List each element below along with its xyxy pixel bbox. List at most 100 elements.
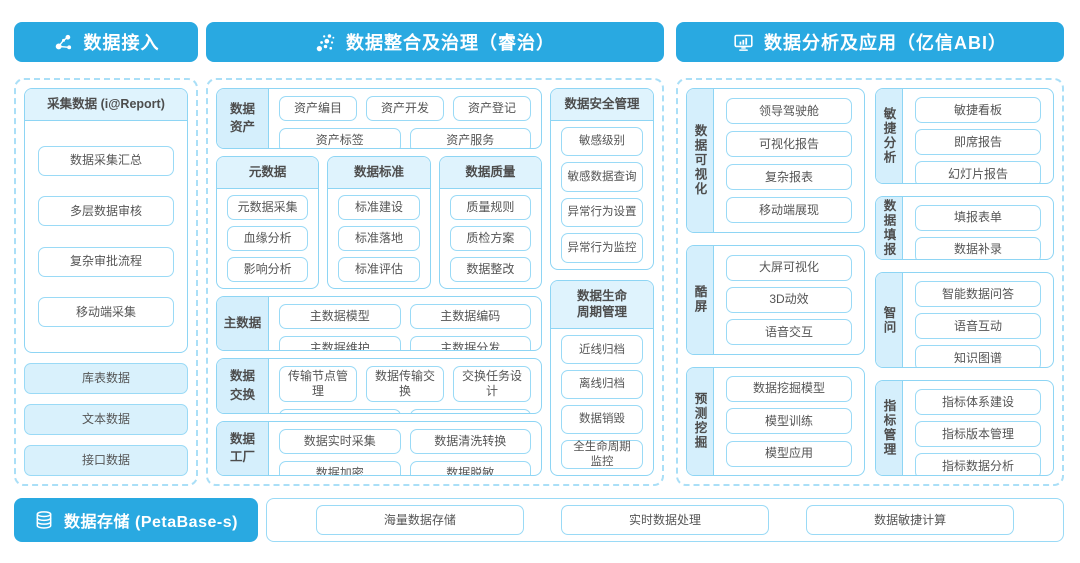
module-pill: 多层数据审核 <box>38 196 174 227</box>
module-pill: 近线归档 <box>561 335 643 365</box>
group-label: 数据 工厂 <box>217 421 269 476</box>
module-pill: 资产登记 <box>453 96 531 121</box>
module-pill: 资产标签 <box>279 128 401 148</box>
storage-bar: 数据存储 (PetaBase-s) 海量数据存储实时数据处理数据敏捷计算 <box>14 498 1064 542</box>
module-pill: 离线归档 <box>561 370 643 400</box>
module-pill: 领导驾驶舱 <box>726 98 852 125</box>
module-pill: 指标版本管理 <box>915 421 1041 448</box>
group-label: 数据填报 <box>876 196 903 260</box>
header-label: 数据接入 <box>83 33 160 53</box>
module-pill: 资产编目 <box>279 96 357 121</box>
source-items: 库表数据文本数据接口数据 <box>24 363 188 476</box>
module-pill: 模型应用 <box>726 440 852 467</box>
header-data-analysis: 数据分析及应用（亿信ABI） <box>676 22 1064 62</box>
indicator-mgmt-group: 指标管理 指标体系建设指标版本管理指标数据分析 <box>875 380 1054 476</box>
module-pill: 填报表单 <box>915 204 1041 231</box>
metadata-card: 元数据 元数据采集血缘分析影响分析 <box>216 155 320 289</box>
banner-row: 数据接入 数据整合及治理（睿治） 数据分析及应用（亿信ABI） <box>14 22 1064 62</box>
group-label: 数据 资产 <box>217 89 269 148</box>
module-pill: 主数据编码 <box>409 303 531 329</box>
module-pill: 知识图谱 <box>915 345 1041 368</box>
card-title: 数据安全管理 <box>551 89 653 121</box>
module-pill: 数据挖掘模型 <box>726 375 852 402</box>
module-pill: 主数据维护 <box>279 335 401 351</box>
data-reporting-group: 数据填报 填报表单数据补录 <box>875 195 1054 261</box>
group-label: 数据可视化 <box>687 89 714 233</box>
agile-analysis-group: 敏捷分析 敏捷看板即席报告幻灯片报告 <box>875 88 1054 184</box>
module-pill: 大屏可视化 <box>726 254 852 281</box>
data-security-card: 数据安全管理 敏感级别敏感数据查询异常行为设置异常行为监控 <box>550 88 654 270</box>
module-pill: 交换任务设计 <box>453 366 531 403</box>
storage-header-label: 数据存储 (PetaBase-s) <box>64 514 238 531</box>
visualization-group: 数据可视化 领导驾驶舱可视化报告复杂报表移动端展现 <box>686 88 865 234</box>
module-pill: 指标体系建设 <box>915 389 1041 416</box>
source-pill: 文本数据 <box>24 404 188 435</box>
header-label: 数据分析及应用（亿信ABI） <box>764 33 1007 53</box>
module-pill: 即席报告 <box>915 129 1041 155</box>
data-factory-group: 数据 工厂 数据实时采集数据清洗转换 数据加密数据脱敏 <box>216 420 542 477</box>
source-pill: 库表数据 <box>24 363 188 394</box>
network-icon <box>53 32 74 53</box>
dots-cluster-icon <box>315 32 336 53</box>
module-pill: 主数据模型 <box>279 303 401 329</box>
cool-screen-group: 酷屏 大屏可视化 3D动效语音交互 <box>686 245 865 355</box>
group-label: 酷屏 <box>687 246 714 354</box>
module-pill: 质检方案 <box>449 225 531 251</box>
module-pill: 异常行为设置 <box>561 197 643 228</box>
module-pill: 幻灯片报告 <box>915 161 1041 183</box>
module-pill: 标准落地 <box>338 225 420 251</box>
data-asset-group: 数据 资产 资产编目资产开发资产登记 资产标签资产服务 <box>216 88 542 149</box>
module-pill: 标准评估 <box>338 256 420 282</box>
group-label: 指标管理 <box>876 381 903 475</box>
module-pill: 敏感级别 <box>561 126 643 157</box>
module-pill: 血缘分析 <box>227 225 309 251</box>
card-title: 元数据 <box>217 156 319 189</box>
module-pill: 可视化报告 <box>726 131 852 158</box>
governance-panel: 数据 资产 资产编目资产开发资产登记 资产标签资产服务 元数据 元数据采集血缘分… <box>206 78 664 486</box>
module-pill: 数据实时采集 <box>279 428 401 454</box>
group-label: 敏捷分析 <box>876 89 903 183</box>
module-pill: 模型训练 <box>726 408 852 435</box>
group-label: 预测挖掘 <box>687 367 714 476</box>
module-pill: 影响分析 <box>227 256 309 282</box>
card-title: 数据标准 <box>328 156 430 189</box>
module-pill: 复杂报表 <box>726 164 852 191</box>
module-pill: 任务调度管理 <box>279 409 401 413</box>
module-pill: 3D动效 <box>726 286 852 313</box>
storage-header: 数据存储 (PetaBase-s) <box>14 498 258 542</box>
module-pill: 智能数据问答 <box>915 281 1041 308</box>
standards-cards: 元数据 元数据采集血缘分析影响分析 数据标准 标准建设标准落地标准评估 数据质量… <box>216 155 542 289</box>
module-pill: 数据整改 <box>449 256 531 282</box>
module-pill: 元数据采集 <box>227 194 309 220</box>
module-pill: 数据销毁 <box>561 405 643 435</box>
header-data-governance: 数据整合及治理（睿治） <box>206 22 664 62</box>
smart-qa-group: 智问 智能数据问答语音互动知识图谱 <box>875 272 1054 369</box>
storage-pill: 数据敏捷计算 <box>805 505 1015 535</box>
module-pill: 数据加密 <box>279 460 401 476</box>
monitor-chart-icon <box>733 32 754 53</box>
card-title: 数据生命 周期管理 <box>551 280 653 330</box>
module-pill: 主数据分发 <box>409 335 531 351</box>
module-pill: 资产开发 <box>366 96 444 121</box>
module-pill: 复杂审批流程 <box>38 246 174 277</box>
storage-pill: 海量数据存储 <box>315 505 525 535</box>
module-pill: 数据补录 <box>915 236 1041 260</box>
lifecycle-card: 数据生命 周期管理 近线归档离线归档数据销毁全生命周期 监控 <box>550 279 654 476</box>
module-pill: 数据采集汇总 <box>38 145 174 176</box>
module-pill: 质量规则 <box>449 194 531 220</box>
module-pill: 数据传输交换 <box>366 366 444 403</box>
storage-body: 海量数据存储实时数据处理数据敏捷计算 <box>266 498 1064 542</box>
module-pill: 移动端采集 <box>38 297 174 328</box>
ingest-panel: 采集数据 (i@Report) 数据采集汇总多层数据审核复杂审批流程移动端采集 … <box>14 78 198 486</box>
module-pill: 数据脱敏 <box>409 460 531 476</box>
module-pill: 语音交互 <box>726 319 852 346</box>
module-pill: 全生命周期 监控 <box>561 440 643 470</box>
predictive-mining-group: 预测挖掘 数据挖掘模型模型训练模型应用 <box>686 366 865 477</box>
header-label: 数据整合及治理（睿治） <box>346 33 555 53</box>
report-card-body: 数据采集汇总多层数据审核复杂审批流程移动端采集 <box>25 121 187 352</box>
module-pill: 指标数据分析 <box>915 453 1041 475</box>
data-quality-card: 数据质量 质量规则质检方案数据整改 <box>438 155 542 289</box>
report-card: 采集数据 (i@Report) 数据采集汇总多层数据审核复杂审批流程移动端采集 <box>24 88 188 353</box>
